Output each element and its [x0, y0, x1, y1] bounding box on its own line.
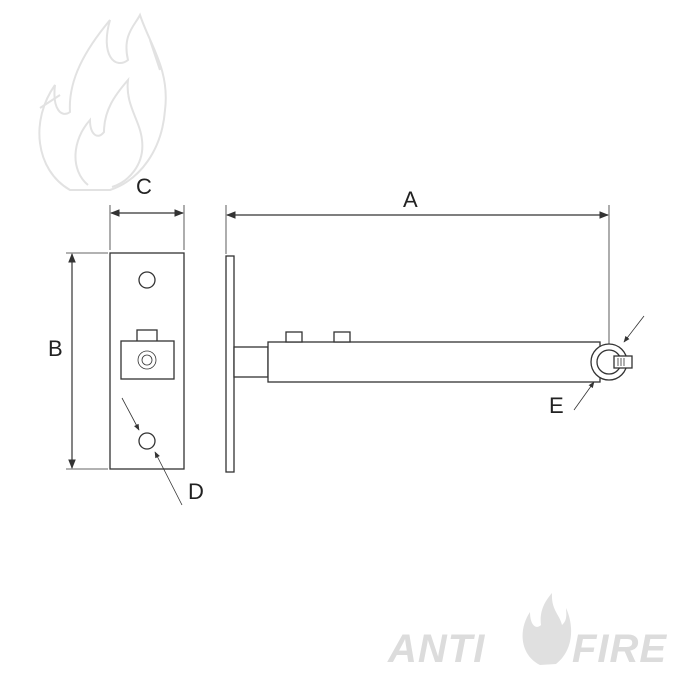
arm-screw-2 [333, 331, 351, 343]
bracket-side-view [225, 255, 633, 473]
nut-tab [136, 329, 158, 343]
wall-plate-front-view [109, 252, 185, 470]
arm-tube [267, 341, 601, 383]
dimension-c: C [109, 174, 185, 250]
lower-mounting-hole [138, 432, 156, 450]
label-a: A [403, 187, 418, 212]
brand-word-anti: ANTI [387, 627, 485, 671]
dimension-a: A [225, 187, 610, 344]
dimension-b: B [48, 252, 108, 470]
label-e: E [549, 393, 564, 418]
brand-flame-icon [522, 593, 572, 665]
side-plate [225, 255, 235, 473]
label-d: D [188, 479, 204, 504]
upper-mounting-hole [138, 271, 156, 289]
label-c: C [136, 174, 152, 199]
label-b: B [48, 336, 63, 361]
arm-screw-1 [285, 331, 303, 343]
set-screw [613, 355, 633, 369]
arm-collar [233, 346, 269, 378]
dimension-d: D [121, 397, 204, 506]
nut-block [120, 340, 175, 380]
brand-word-fire: FIRE [572, 627, 667, 671]
brand-logo: ANTI FIRE [387, 593, 667, 671]
flame-watermark-icon [38, 12, 167, 191]
dimension-e: E [549, 315, 645, 418]
